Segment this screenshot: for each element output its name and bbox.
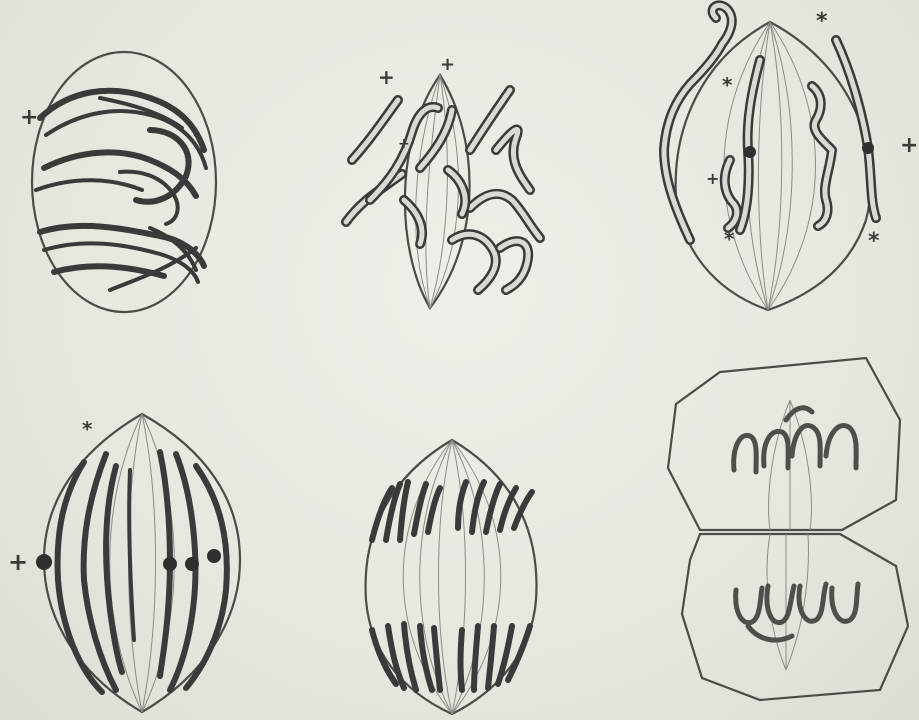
panel-3-marker-4: + (900, 133, 918, 158)
panel-5 (366, 440, 537, 714)
panel-2-marker-1: + (378, 65, 395, 89)
panel-4-marker-2: + (8, 548, 28, 576)
panel-6-lower-chromosomes (736, 584, 858, 640)
panel-6-lower-spindle-remnant (767, 534, 808, 670)
panel-3-marker-2: * (722, 73, 733, 97)
panel-1-marker-1: + (20, 105, 38, 130)
panel-1: + (20, 52, 216, 312)
panel-4-centromere-3 (185, 557, 199, 571)
panel-4-centromere-2 (163, 557, 177, 571)
panel-3-marker-5: * (724, 227, 735, 251)
panel-4-spindle (44, 414, 240, 712)
panel-6-upper-chromosomes (734, 408, 857, 472)
panel-6 (668, 358, 908, 700)
panel-3-centromere-1 (744, 146, 756, 158)
panel-4: * + (8, 414, 240, 712)
panel-3-marker-1: * (816, 9, 828, 34)
panel-1-chromatin-threads (36, 91, 206, 290)
panel-5-lower-chromosomes (372, 624, 530, 690)
panel-3-marker-3: + (706, 169, 719, 188)
panel-4-centromere-1 (36, 554, 52, 570)
panel-4-centromere-4 (207, 549, 221, 563)
panel-3-marker-6: * (868, 229, 880, 254)
panel-2: + + + (346, 54, 540, 308)
panel-2-chromosomes (346, 90, 540, 290)
panel-3-spindle-fibers (724, 22, 816, 310)
panel-3: * * + + * * (664, 5, 918, 310)
panel-2-marker-2: + (440, 54, 455, 75)
panel-2-marker-3: + (398, 136, 410, 152)
panel-6-lower-daughter-cell (682, 534, 908, 700)
panel-6-upper-daughter-cell (668, 358, 900, 530)
panel-4-marker-1: * (82, 417, 93, 441)
panel-3-chromosomes (664, 5, 876, 240)
panel-4-chromosomes (58, 452, 227, 692)
panel-3-centromere-2 (862, 142, 874, 154)
